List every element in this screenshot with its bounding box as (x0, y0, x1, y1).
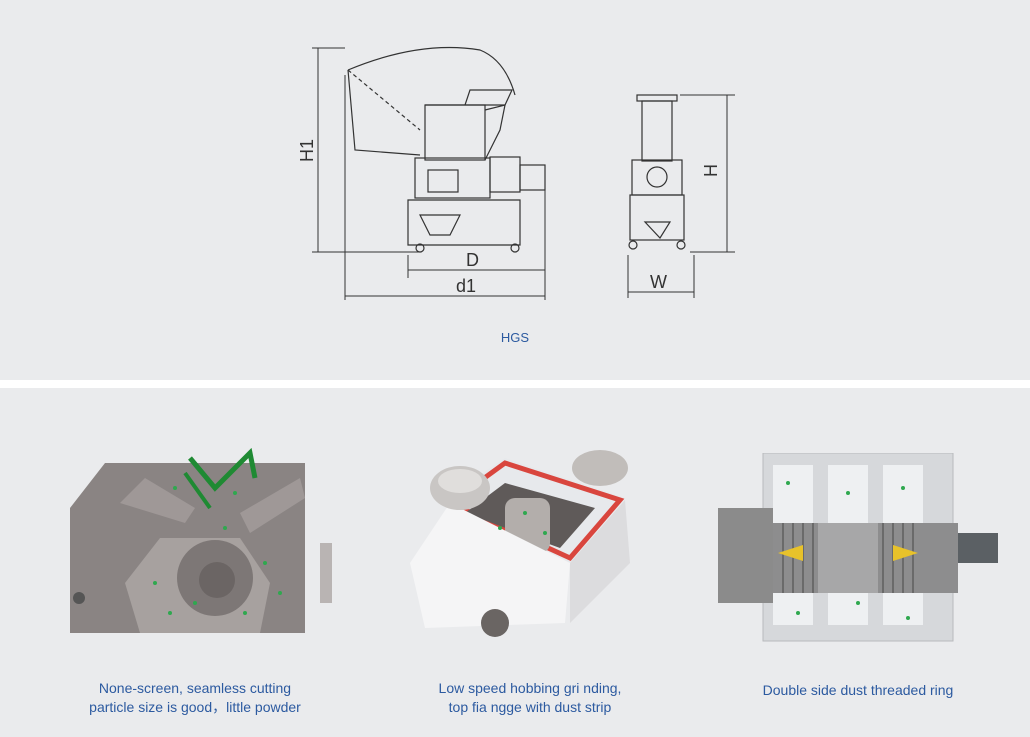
features-panel: None-screen, seamless cutting particle s… (0, 388, 1030, 737)
cutting-chamber-image (70, 447, 332, 633)
feature-1-line1: None-screen, seamless cutting (98, 680, 292, 696)
hobbing-chamber-image (410, 450, 630, 637)
technical-drawing-panel: H1 H D d1 W HGS (0, 0, 1030, 380)
threaded-ring-image (718, 453, 998, 642)
dimension-h: H (701, 164, 721, 177)
machine-line-drawing (312, 46, 735, 300)
dimension-w: W (650, 272, 667, 292)
panel-divider (0, 380, 1030, 388)
feature-caption-2: Low speed hobbing gri nding, top fia ngg… (380, 679, 680, 717)
feature-caption-3: Double side dust threaded ring (708, 681, 1008, 700)
dimension-h1: H1 (297, 138, 318, 163)
feature-2-line2: top fia ngge with dust strip (448, 699, 612, 715)
feature-caption-1: None-screen, seamless cutting particle s… (45, 679, 345, 717)
feature-3-line1: Double side dust threaded ring (762, 682, 954, 698)
feature-1-line2: particle size is good，little powder (89, 699, 301, 715)
dimension-d: D (466, 250, 479, 270)
dimension-d1: d1 (456, 276, 477, 296)
model-label: HGS (500, 330, 530, 345)
feature-2-line1: Low speed hobbing gri nding, (438, 680, 622, 696)
